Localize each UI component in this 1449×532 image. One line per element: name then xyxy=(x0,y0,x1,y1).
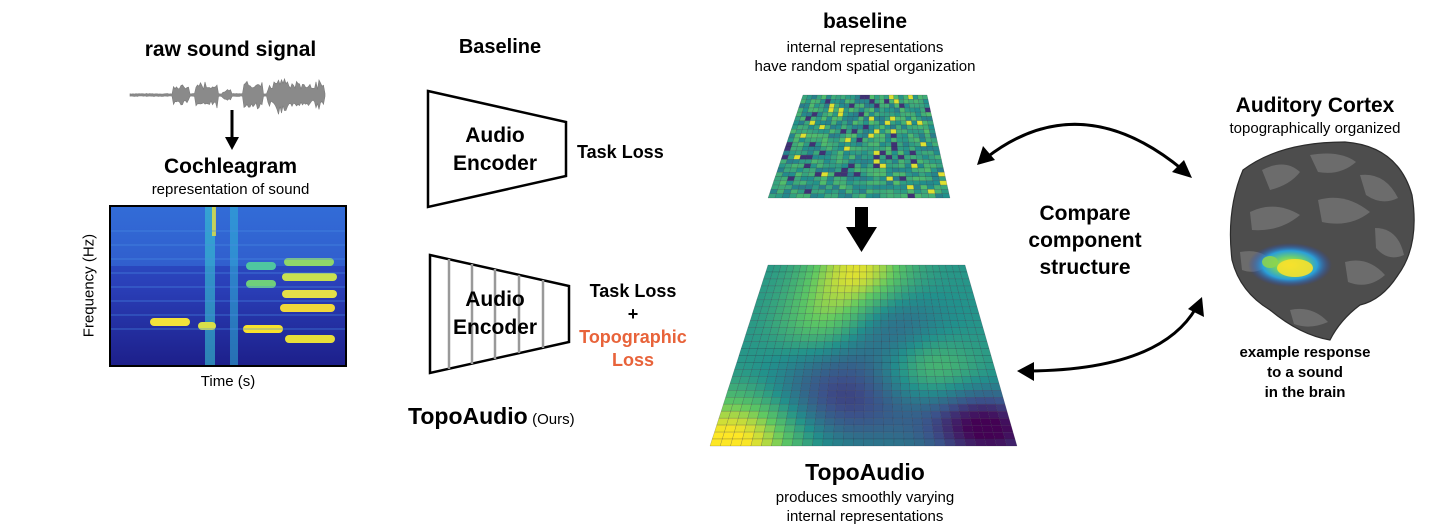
topo-map-subtitle: produces smoothly varying internal repre… xyxy=(775,489,955,525)
waveform xyxy=(129,77,326,115)
brain-image xyxy=(1229,141,1415,341)
compare-arrow-bottom xyxy=(1027,307,1198,373)
baseline-map xyxy=(767,94,951,199)
topo-map xyxy=(709,264,1018,447)
auditory-cortex-subtitle: topographically organized xyxy=(1229,120,1401,137)
topographic-loss-label: Topographic Loss xyxy=(579,327,687,370)
topo-encoder-label: Audio Encoder xyxy=(452,288,538,339)
baseline-map-title: baseline xyxy=(822,10,908,33)
auditory-cortex-title: Auditory Cortex xyxy=(1235,94,1395,117)
baseline-task-loss: Task Loss xyxy=(577,142,664,162)
baseline-model-title: Baseline xyxy=(458,36,542,58)
compare-arrow-top xyxy=(985,122,1184,172)
topoaudio-ours-label: TopoAudio (Ours) xyxy=(408,403,575,429)
topo-loss-stack: Task Loss + Topographic Loss xyxy=(572,280,694,372)
cochleagram-subtitle: representation of sound xyxy=(151,181,310,198)
cochleagram-image xyxy=(109,205,347,367)
compare-label: Compare component structure xyxy=(1028,202,1142,279)
frequency-axis-label: Frequency (Hz) xyxy=(80,233,98,338)
raw-sound-title: raw sound signal xyxy=(144,38,317,61)
example-response-caption: example response to a sound in the brain xyxy=(1239,344,1371,401)
cochleagram-title: Cochleagram xyxy=(163,155,298,178)
topo-map-title: TopoAudio xyxy=(805,459,925,485)
topo-encoder-shape xyxy=(428,253,571,375)
time-axis-label: Time (s) xyxy=(200,373,256,390)
baseline-to-topo-arrow xyxy=(846,207,877,252)
baseline-map-subtitle: internal representations have random spa… xyxy=(754,39,976,75)
baseline-encoder-shape xyxy=(426,89,568,209)
baseline-encoder-label: Audio Encoder xyxy=(452,124,538,175)
